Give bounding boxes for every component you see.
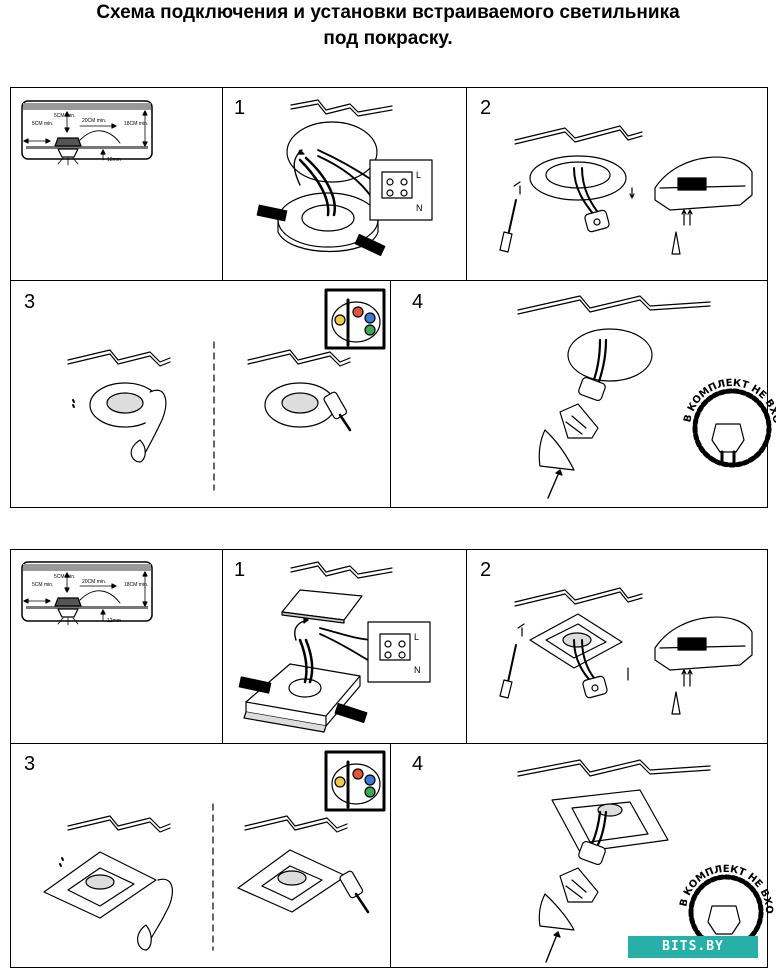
panel-dimensions-square [10, 549, 223, 744]
paint-dot-yellow-2 [334, 776, 346, 788]
step-number-2-square: 2 [480, 559, 492, 581]
paint-dot-green [364, 324, 376, 336]
title-line-2: под покраску. [323, 28, 453, 49]
paint-dot-yellow [334, 314, 346, 326]
paint-dot-orange-2 [352, 768, 364, 780]
paint-dot-blue [364, 312, 376, 324]
dim-label-5: 12mm [107, 157, 121, 163]
stamp-text-square-path: В КОМПЛЕКТ НЕ ВХОДИТ [0, 0, 774, 914]
dim-label-1-square: 5CM min. [32, 582, 53, 588]
step-4-square-drawing [517, 759, 711, 963]
dim-label-2-square: 5CM min. [54, 574, 75, 580]
dim-label-4-square: 18CM min. [124, 582, 148, 588]
paint-dot-blue-2 [364, 774, 376, 786]
step-1-square-drawing: L N [238, 561, 431, 733]
gu10-bulb-stamp [692, 388, 772, 468]
page-title: Схема подключения и установки встраиваем… [0, 0, 776, 52]
step-1-round-drawing: L N [256, 99, 433, 257]
panel-step-4-round [390, 280, 768, 508]
terminal-N-square: N [414, 665, 421, 675]
title-line-1: Схема подключения и установки встраиваем… [96, 2, 680, 23]
step-number-4-square: 4 [412, 753, 424, 775]
paint-palette-icon [324, 288, 386, 350]
paint-palette-icon-square [324, 750, 386, 812]
dim-label-2: 5CM min. [54, 113, 75, 119]
dim-label-5-square: 12mm [107, 618, 121, 624]
paint-dot-green-2 [364, 786, 376, 798]
dim-label-4: 18CM min. [124, 121, 148, 127]
step-number-3: 3 [24, 291, 36, 313]
step-number-1-square: 1 [234, 559, 246, 581]
dim-label-3-square: 20CM min. [82, 579, 106, 585]
ceiling-installation-diagram-square: 5CM min. 5CM min. 20CM min. 18CM min. 12… [21, 561, 153, 626]
stamp-text-square: В КОМПЛЕКТ НЕ ВХОДИТ [0, 0, 774, 914]
dim-label-3: 20CM min. [82, 118, 106, 124]
terminal-L: L [416, 170, 421, 180]
watermark-badge: BITS.BY [628, 936, 758, 958]
step-4-round-drawing [517, 295, 711, 499]
terminal-L-square: L [414, 632, 419, 642]
step-number-2: 2 [480, 97, 492, 119]
step-2-square-drawing [499, 587, 753, 715]
step-3-round-drawing [67, 341, 352, 491]
terminal-N: N [416, 203, 423, 213]
step-number-1: 1 [234, 97, 246, 119]
ceiling-installation-diagram: 5CM min. 5CM min. 20CM min. 18CM min. 12… [21, 100, 153, 166]
step-number-4: 4 [412, 291, 424, 313]
dim-label-1: 5CM min. [32, 121, 53, 127]
panel-dimensions-round [10, 87, 223, 281]
step-number-3-square: 3 [24, 753, 36, 775]
paint-dot-orange [352, 306, 364, 318]
step-3-square-drawing [43, 803, 370, 951]
step-2-round-drawing [499, 125, 753, 255]
